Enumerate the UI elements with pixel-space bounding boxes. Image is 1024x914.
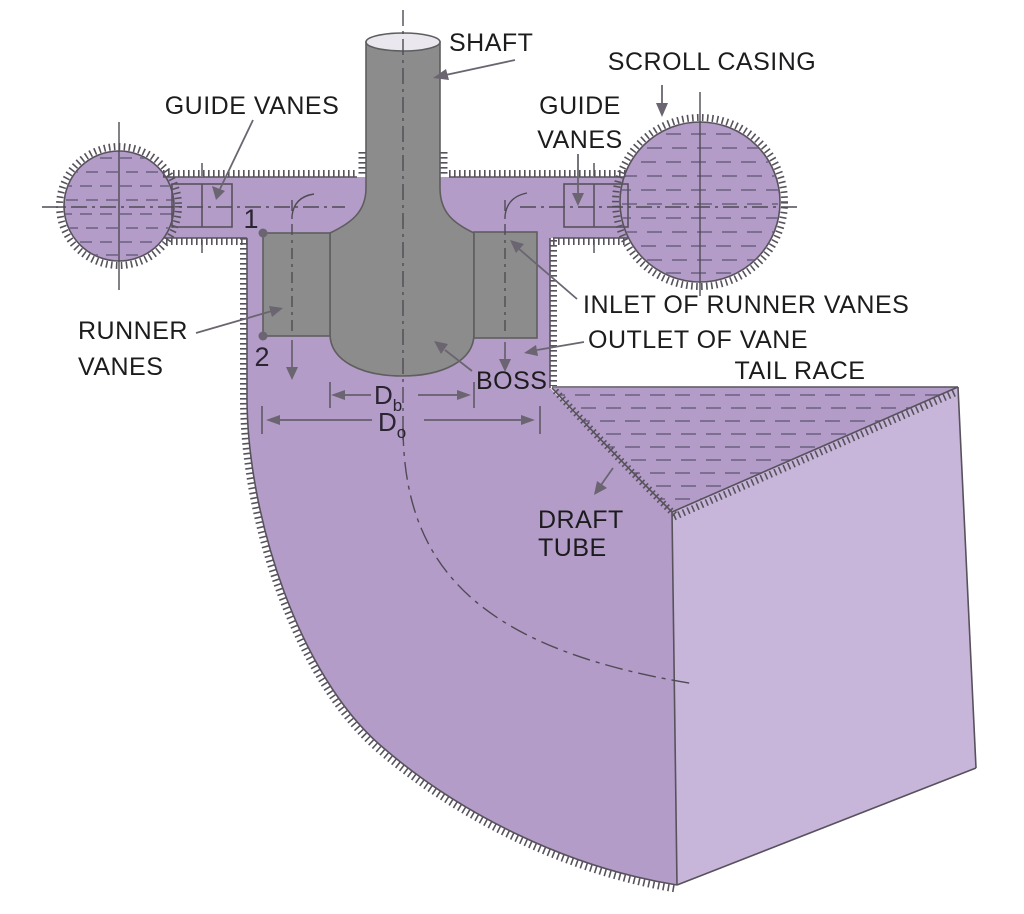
text-labels: SHAFT SCROLL CASING GUIDE VANES GUIDE VA…	[78, 29, 909, 562]
guide-vanes-left-label: GUIDE VANES	[165, 92, 340, 120]
draft-tube-exit-face	[672, 387, 976, 885]
point-1-label: 1	[243, 204, 258, 234]
runner-vane-left	[262, 232, 331, 337]
point-2-label: 2	[254, 342, 269, 372]
station-point-1	[258, 228, 268, 238]
scroll-casing-label: SCROLL CASING	[608, 48, 816, 76]
dimension-db	[329, 382, 475, 408]
outer-diameter-symbol: D	[378, 407, 397, 437]
guide-vanes-right-label-line2: VANES	[537, 126, 622, 154]
tail-race-label: TAIL RACE	[735, 357, 866, 385]
boss-diameter-symbol: D	[374, 380, 393, 410]
boss-diameter-label: Db	[374, 380, 402, 415]
outlet-of-vane-label: OUTLET OF VANE	[588, 326, 808, 354]
shaft-label: SHAFT	[449, 29, 533, 57]
guide-vanes-right-label-line1: GUIDE	[539, 92, 621, 120]
outer-diameter-label: Do	[378, 407, 406, 442]
dimension-do	[261, 406, 541, 434]
shaft-and-boss	[329, 41, 475, 377]
runner-vanes-label-line1: RUNNER	[78, 317, 188, 345]
inlet-of-runner-vanes-label: INLET OF RUNNER VANES	[583, 291, 909, 319]
station-point-2	[258, 331, 268, 341]
boss-label: BOSS	[476, 367, 547, 395]
draft-tube-label-line2: TUBE	[538, 534, 607, 562]
boss-diameter-subscript: b	[393, 396, 402, 415]
centerlines	[42, 10, 798, 685]
casing-outlines	[63, 121, 977, 886]
runner-vanes-label-line2: VANES	[78, 353, 163, 381]
draft-tube-label-line1: DRAFT	[538, 506, 624, 534]
guide-vane-right-box	[563, 163, 629, 253]
guide-vane-left-box	[171, 163, 233, 253]
machinery	[262, 32, 538, 377]
tail-race-water	[552, 387, 958, 512]
label-leaders	[195, 59, 668, 495]
outer-diameter-subscript: o	[397, 423, 406, 442]
